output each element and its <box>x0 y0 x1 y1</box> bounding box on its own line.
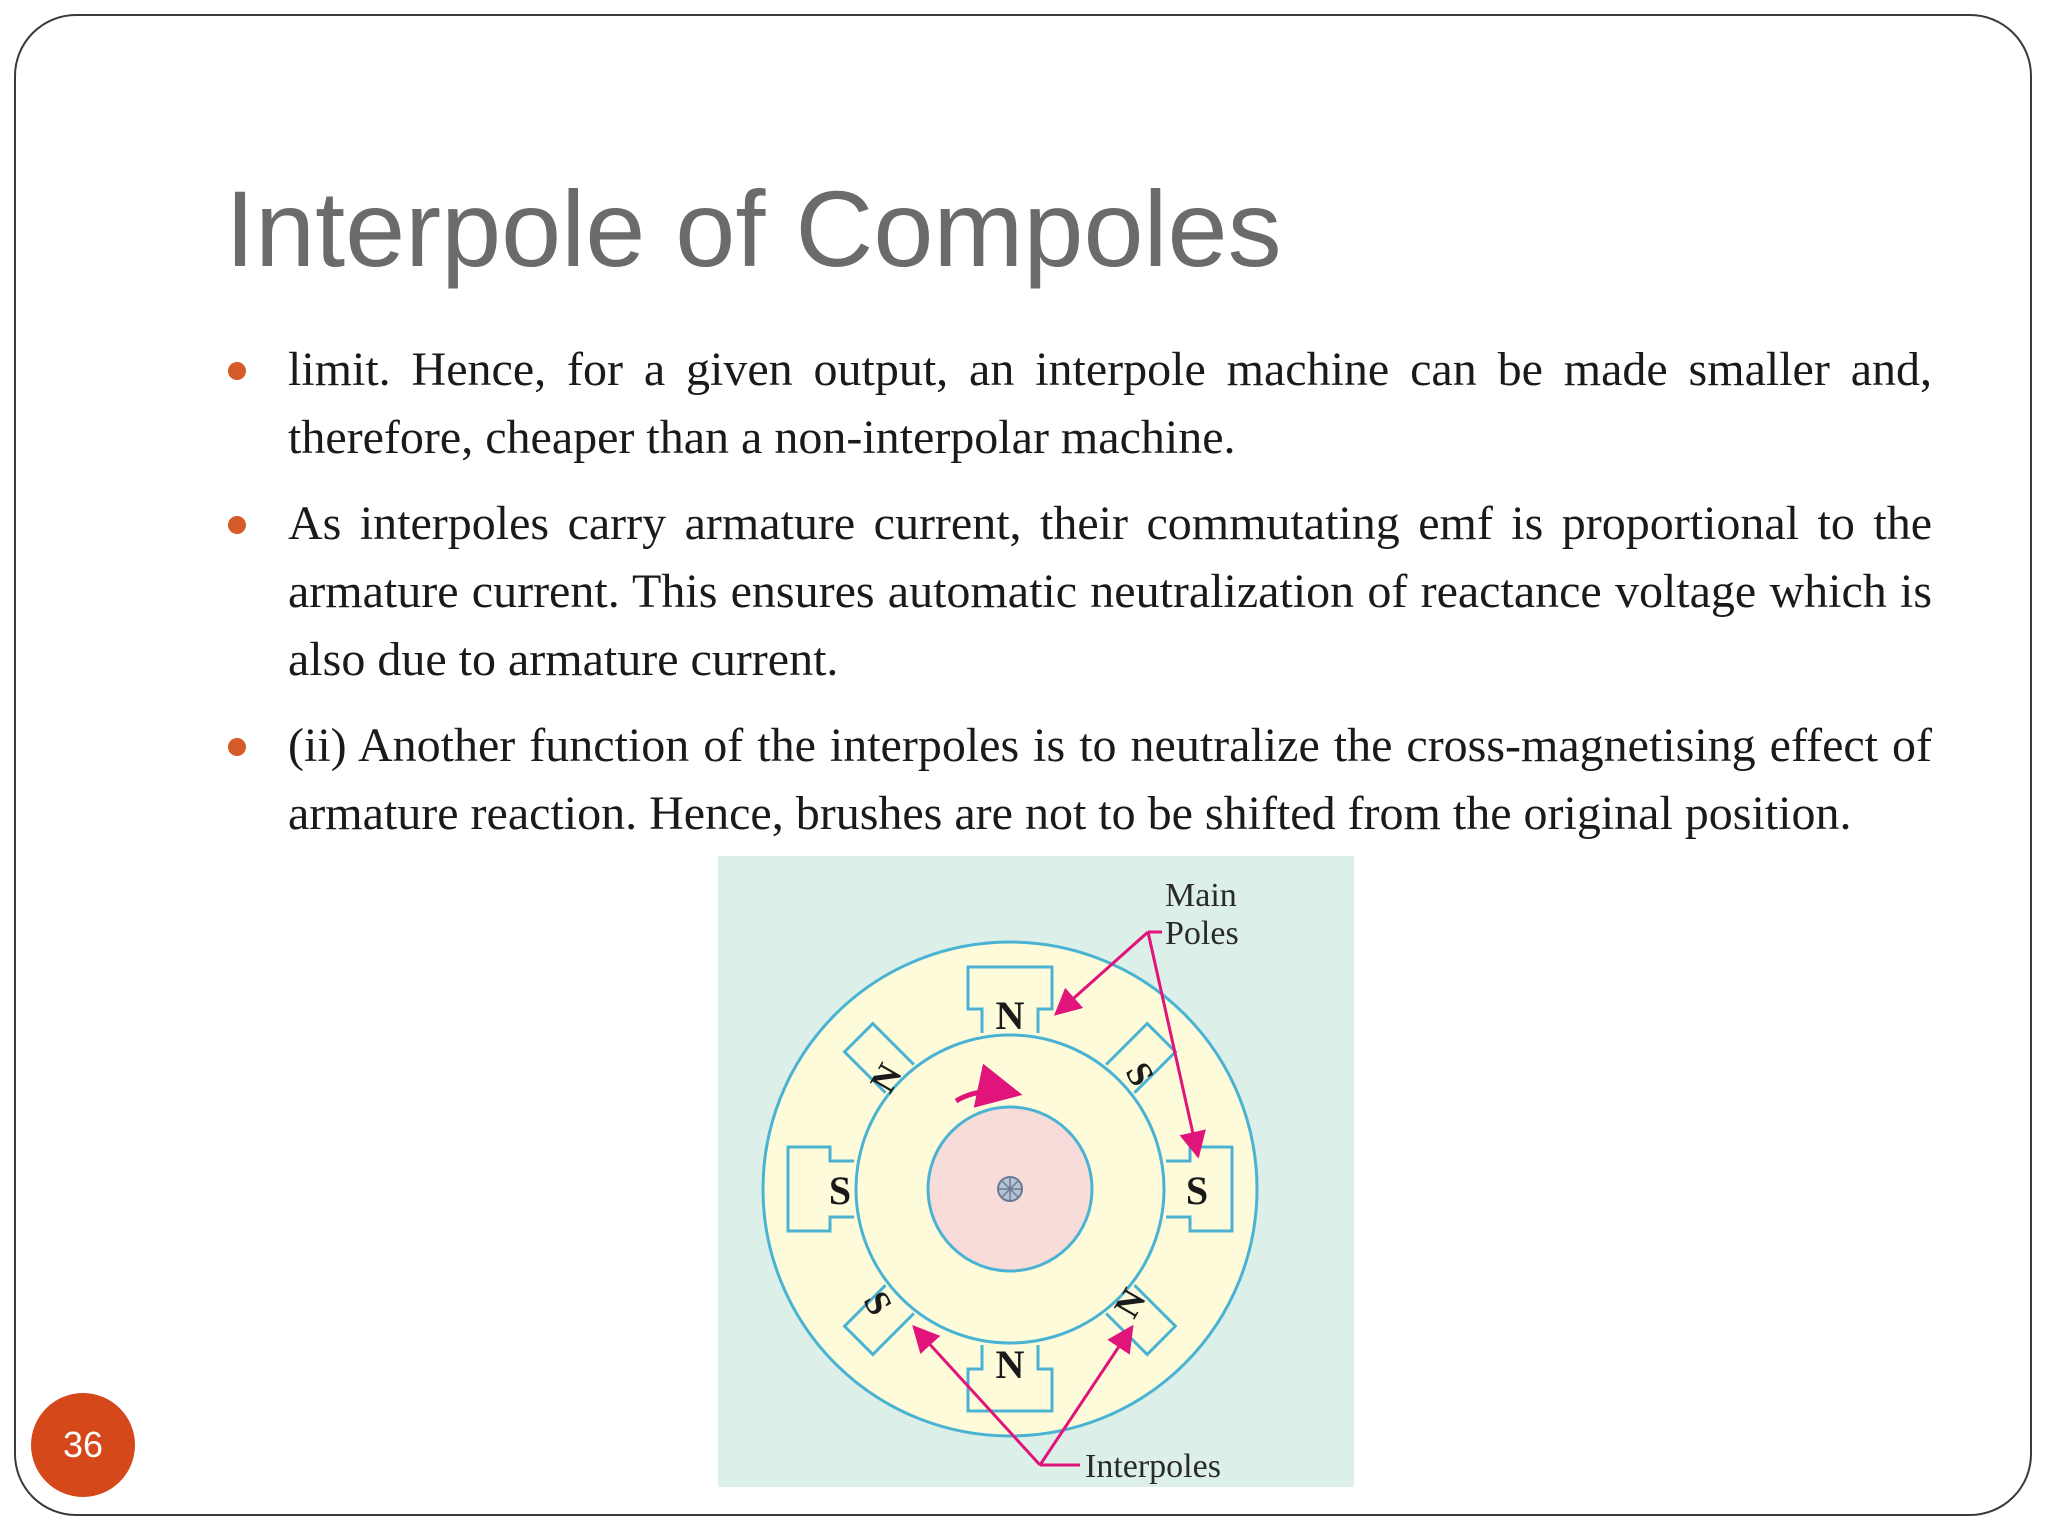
main-pole-left <box>786 1145 854 1233</box>
bullet-marker <box>228 516 246 534</box>
page-number-badge: 36 <box>31 1393 135 1497</box>
interpoles-arrow-to-right <box>1038 1324 1134 1466</box>
bullet-item: limit. Hence, for a given output, an int… <box>220 336 1932 472</box>
bullet-list: limit. Hence, for a given output, an int… <box>220 336 1932 866</box>
main-pole-right-label: S <box>1186 1168 1208 1213</box>
interpole-upper-right <box>1105 1021 1178 1094</box>
main-poles-label-line2: Poles <box>1165 915 1239 952</box>
interpole-upper-left <box>842 1021 915 1094</box>
interpoles-label: Interpoles <box>1085 1448 1221 1485</box>
main-poles-arrow-to-top <box>1053 930 1149 1016</box>
main-poles-label-line1: Main <box>1165 877 1237 914</box>
main-poles-arrow-to-right <box>1146 931 1206 1159</box>
bullet-item: (ii) Another function of the interpoles … <box>220 712 1932 848</box>
main-pole-top-label: N <box>996 993 1025 1038</box>
bullet-text: (ii) Another function of the interpoles … <box>288 719 1932 840</box>
interpole-lower-left <box>842 1284 915 1357</box>
bullet-marker <box>228 362 246 380</box>
bullet-text: limit. Hence, for a given output, an int… <box>288 343 1932 464</box>
rotation-arrow-icon <box>954 1063 1023 1108</box>
main-pole-right <box>1166 1145 1234 1233</box>
interpoles-arrow-to-left <box>912 1325 1042 1467</box>
bullet-marker <box>228 738 246 756</box>
main-pole-left-label: S <box>829 1168 851 1213</box>
interpole-diagram: N N S S N S S N Main Poles Interpoles <box>718 856 1354 1487</box>
interpole-diagram-svg: N N S S N S S N Main Poles Interpoles <box>761 877 1259 1485</box>
main-pole-bottom <box>966 1345 1054 1413</box>
main-pole-bottom-label: N <box>996 1342 1025 1387</box>
slide-title: Interpole of Compoles <box>225 168 1282 289</box>
main-pole-top <box>966 965 1054 1033</box>
bullet-item: As interpoles carry armature current, th… <box>220 490 1932 694</box>
bullet-text: As interpoles carry armature current, th… <box>288 497 1932 686</box>
